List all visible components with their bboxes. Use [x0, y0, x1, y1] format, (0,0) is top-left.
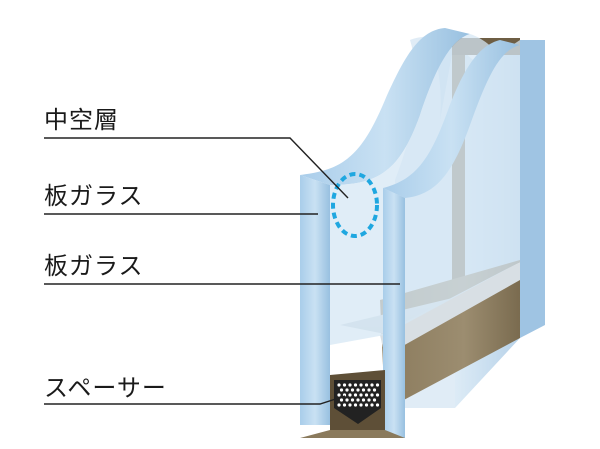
leader-lines: [44, 137, 400, 405]
desiccant-bead: [342, 403, 347, 407]
label-air-layer: 中空層: [44, 106, 119, 134]
desiccant-bead: [339, 398, 344, 402]
desiccant-bead: [364, 393, 369, 397]
desiccant-bead: [339, 388, 344, 392]
desiccant-bead: [361, 388, 366, 392]
leader-spacer: [44, 395, 346, 405]
desiccant-bead: [342, 383, 347, 387]
desiccant-bead: [359, 383, 363, 387]
desiccant-bead: [361, 398, 366, 402]
desiccant-bead: [367, 388, 371, 392]
desiccant-bead: [348, 393, 352, 397]
air-layer-highlight-ring: [331, 172, 379, 238]
label-glass-front: 板ガラス: [44, 182, 144, 210]
label-glass-back: 板ガラス: [44, 252, 144, 280]
leader-air-layer: [44, 137, 349, 199]
desiccant-bead: [372, 398, 377, 402]
desiccant-bead: [375, 403, 380, 407]
desiccant-bead: [375, 393, 380, 397]
desiccant-bead: [337, 403, 341, 407]
middle-glass-pane: [383, 40, 520, 438]
desiccant-bead: [372, 388, 377, 392]
desiccant-bead: [367, 398, 371, 402]
desiccant-bead: [370, 393, 374, 397]
desiccant-bead: [356, 388, 360, 392]
desiccant-bead: [353, 383, 358, 387]
desiccant-beads: [337, 383, 380, 407]
desiccant-bead: [348, 383, 352, 387]
desiccant-bead: [345, 388, 349, 392]
desiccant-bead: [350, 398, 355, 402]
desiccant-bead: [350, 388, 355, 392]
spacer-cross-section: [300, 370, 405, 438]
desiccant-bead: [348, 403, 352, 407]
desiccant-bead: [359, 403, 363, 407]
desiccant-bead: [370, 383, 374, 387]
desiccant-bead: [375, 383, 380, 387]
desiccant-bead: [337, 383, 341, 387]
desiccant-bead: [337, 393, 341, 397]
desiccant-bead: [370, 403, 374, 407]
desiccant-bead: [353, 393, 358, 397]
desiccant-bead: [359, 393, 363, 397]
desiccant-bead: [364, 403, 369, 407]
desiccant-bead: [364, 383, 369, 387]
desiccant-bead: [345, 398, 349, 402]
desiccant-bead: [353, 403, 358, 407]
label-spacer: スペーサー: [44, 374, 167, 402]
desiccant-bead: [356, 398, 360, 402]
